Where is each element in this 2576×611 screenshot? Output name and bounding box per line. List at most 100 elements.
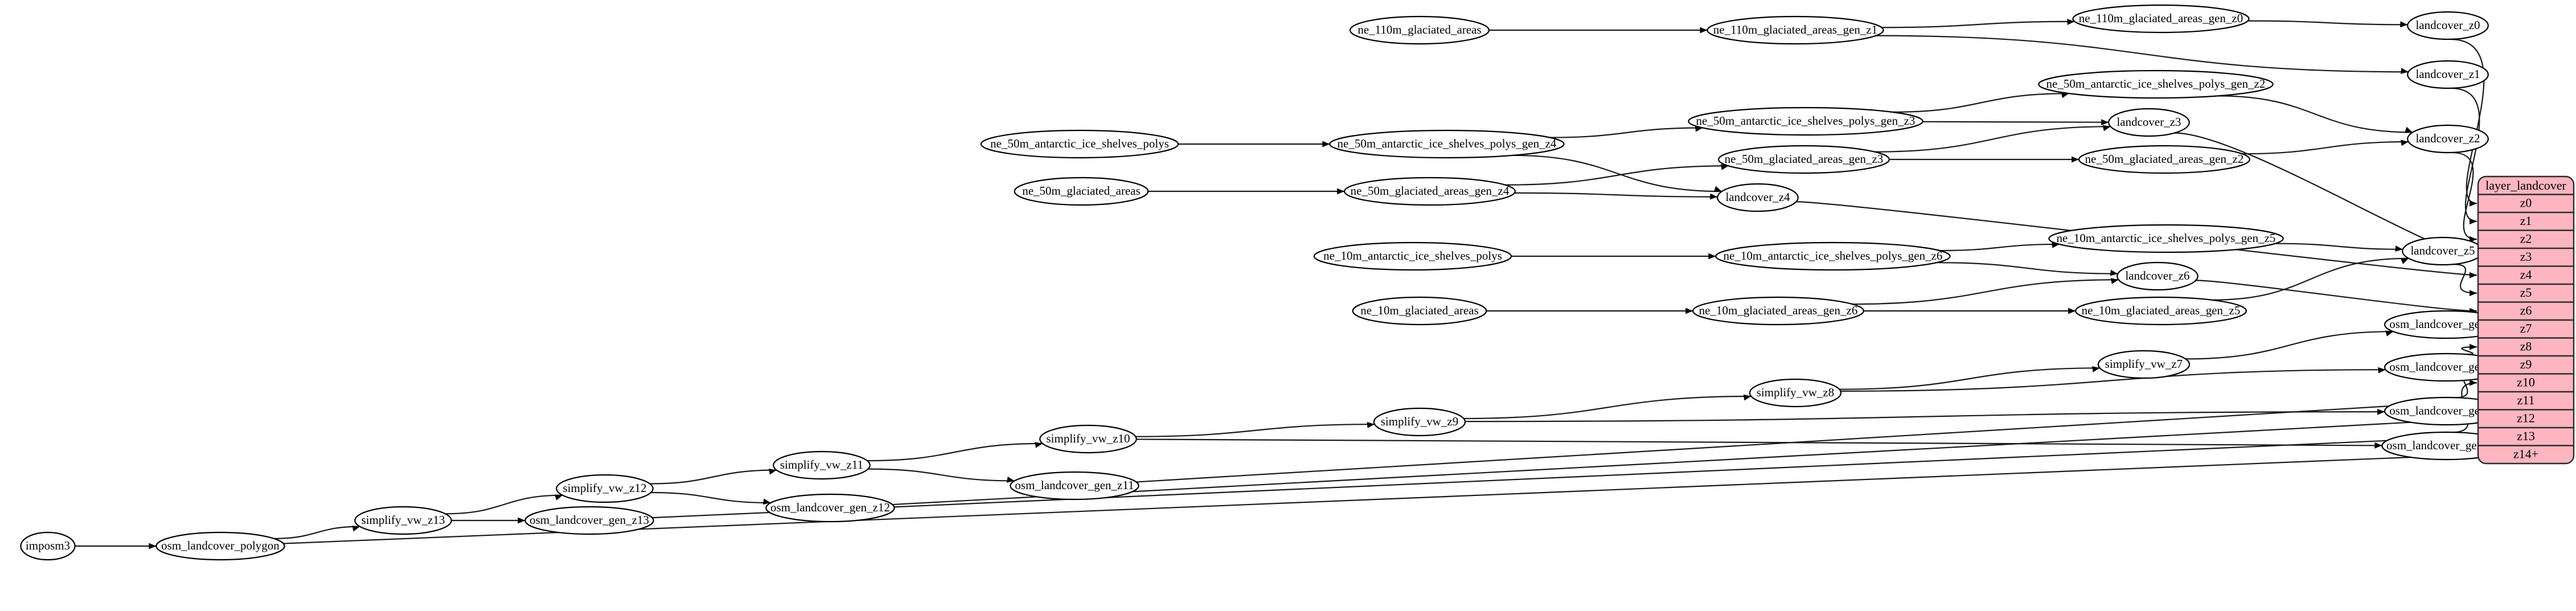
graph-node-ne_10m_glaciated_areas[interactable]: ne_10m_glaciated_areas	[1352, 296, 1487, 326]
edge-arrowhead	[2092, 366, 2100, 372]
node-label: ne_50m_glaciated_areas_gen_z4	[1351, 184, 1509, 198]
table-row-z12[interactable]: z12	[2517, 411, 2535, 425]
graph-edge-ne_50m_antarctic_ice_shelves_polys_gen_z4--to--ne_50m_antarctic_ice_shelves_polys_gen_z3	[1549, 127, 1703, 138]
table-row-z10[interactable]: z10	[2517, 375, 2535, 389]
node-label: simplify_vw_z7	[2105, 357, 2183, 371]
graph-edge-ne_110m_glaciated_areas_gen_z0--to--landcover_z0	[2247, 20, 2408, 26]
node-label: osm_landcover_polygon	[161, 539, 280, 552]
edge-arrowhead	[1035, 442, 1043, 448]
graph-edge-ne_10m_glaciated_areas_gen_z5--to--landcover_z5	[2212, 257, 2409, 301]
table-row-z2[interactable]: z2	[2520, 231, 2532, 245]
graph-node-ne_10m_antarctic_ice_shelves_polys[interactable]: ne_10m_antarctic_ice_shelves_polys	[1313, 241, 1512, 271]
node-ellipse	[2407, 124, 2489, 154]
graph-node-landcover_z3[interactable]: landcover_z3	[2108, 108, 2190, 137]
node-label: landcover_z4	[1725, 190, 1790, 204]
table-row-z0[interactable]: z0	[2520, 195, 2532, 210]
graph-node-landcover_z0[interactable]: landcover_z0	[2407, 11, 2489, 40]
graph-node-ne_50m_glaciated_areas_gen_z2[interactable]: ne_50m_glaciated_areas_gen_z2	[2078, 145, 2250, 174]
graph-node-osm_landcover_polygon[interactable]: osm_landcover_polygon	[155, 531, 285, 561]
edge-arrowhead	[1322, 141, 1330, 147]
table-row-z9[interactable]: z9	[2520, 357, 2532, 371]
table-row-z14plus[interactable]: z14+	[2513, 446, 2538, 461]
table-row-z8[interactable]: z8	[2520, 339, 2532, 353]
node-ellipse	[2108, 108, 2190, 137]
graph-node-ne_110m_glaciated_areas_gen_z0[interactable]: ne_110m_glaciated_areas_gen_z0	[2072, 4, 2250, 34]
graph-edge-osm_landcover_gen_z11--to--layer_landcover_z11	[1136, 400, 2477, 483]
node-ellipse	[2072, 4, 2250, 34]
graph-edge-ne_110m_glaciated_areas_gen_z1--to--ne_110m_glaciated_areas_gen_z0	[1881, 20, 2075, 28]
graph-edge-ne_50m_antarctic_ice_shelves_polys_gen_z2--to--landcover_z2	[2217, 95, 2413, 133]
graph-node-ne_110m_glaciated_areas[interactable]: ne_110m_glaciated_areas	[1349, 15, 1490, 45]
edge-arrowhead	[1710, 193, 1718, 200]
table-row-z3[interactable]: z3	[2520, 249, 2532, 264]
table-row-z13[interactable]: z13	[2517, 429, 2535, 443]
graph-edge-simplify_vw_z10--to--simplify_vw_z9	[1135, 423, 1375, 437]
graph-node-ne_10m_antarctic_ice_shelves_polys_gen_z5[interactable]: ne_10m_antarctic_ice_shelves_polys_gen_z…	[2048, 224, 2284, 253]
graph-node-simplify_vw_z13[interactable]: simplify_vw_z13	[354, 506, 452, 535]
graph-node-osm_landcover_gen_z12[interactable]: osm_landcover_gen_z12	[765, 493, 895, 523]
graph-node-ne_10m_glaciated_areas_gen_z6[interactable]: ne_10m_glaciated_areas_gen_z6	[1692, 296, 1864, 326]
graph-node-osm_landcover_gen_z13[interactable]: osm_landcover_gen_z13	[524, 506, 654, 535]
graph-node-ne_50m_glaciated_areas_gen_z3[interactable]: ne_50m_glaciated_areas_gen_z3	[1718, 145, 1890, 174]
graph-node-imposm3[interactable]: imposm3	[20, 531, 76, 561]
node-ellipse	[2407, 60, 2489, 89]
graph-node-simplify_vw_z9[interactable]: simplify_vw_z9	[1373, 407, 1466, 437]
graph-node-simplify_vw_z7[interactable]: simplify_vw_z7	[2097, 350, 2191, 379]
graph-node-landcover_z4[interactable]: landcover_z4	[1717, 183, 1799, 212]
node-label: ne_110m_glaciated_areas_gen_z1	[1713, 23, 1877, 36]
graph-edge-osm_landcover_gen_z8--to--layer_landcover_z8	[2461, 346, 2477, 355]
edge-arrowhead	[2378, 367, 2386, 374]
graph-node-simplify_vw_z12[interactable]: simplify_vw_z12	[556, 474, 654, 503]
graph-edge-simplify_vw_z7--to--osm_landcover_gen_z7	[2185, 331, 2394, 360]
node-label: simplify_vw_z10	[1047, 432, 1130, 445]
node-label: ne_10m_antarctic_ice_shelves_polys_gen_z…	[1724, 249, 1943, 263]
table-row-z4[interactable]: z4	[2520, 267, 2532, 281]
graph-node-ne_50m_antarctic_ice_shelves_polys_gen_z4[interactable]: ne_50m_antarctic_ice_shelves_polys_gen_z…	[1329, 129, 1565, 159]
node-ellipse	[155, 531, 285, 561]
graph-edge-osm_landcover_polygon--to--simplify_vw_z13	[274, 526, 360, 539]
graph-node-simplify_vw_z10[interactable]: simplify_vw_z10	[1039, 424, 1137, 454]
edge-arrowhead	[352, 525, 360, 532]
edge-arrowhead	[1695, 125, 1703, 132]
graph-edge-simplify_vw_z11--to--simplify_vw_z10	[867, 442, 1043, 462]
graph-node-simplify_vw_z8[interactable]: simplify_vw_z8	[1749, 378, 1842, 408]
table-row-z11[interactable]: z11	[2517, 393, 2535, 407]
edge-arrowhead	[2110, 269, 2118, 276]
edge-arrowhead	[2067, 19, 2075, 25]
table-row-z1[interactable]: z1	[2520, 214, 2532, 228]
graph-node-landcover_z5[interactable]: landcover_z5	[2402, 236, 2484, 266]
graph-node-ne_50m_glaciated_areas_gen_z4[interactable]: ne_50m_glaciated_areas_gen_z4	[1344, 177, 1516, 206]
edge-arrowhead	[1337, 188, 1345, 195]
node-ellipse	[1014, 177, 1149, 206]
graph-node-ne_10m_antarctic_ice_shelves_polys_gen_z6[interactable]: ne_10m_antarctic_ice_shelves_polys_gen_z…	[1715, 241, 1951, 271]
node-label: ne_50m_glaciated_areas	[1022, 184, 1141, 198]
node-label: ne_10m_glaciated_areas_gen_z6	[1699, 304, 1858, 317]
graph-node-landcover_z6[interactable]: landcover_z6	[2116, 261, 2198, 291]
graph-node-landcover_z1[interactable]: landcover_z1	[2407, 60, 2489, 89]
node-ellipse	[556, 474, 654, 503]
layer-landcover-table[interactable]: layer_landcoverz0z1z2z3z4z5z6z7z8z9z10z1…	[2477, 175, 2575, 465]
node-ellipse	[1688, 106, 1923, 136]
graph-edge-osm_landcover_polygon--to--layer_landcover_z14_	[283, 454, 2477, 544]
graph-edge-ne_50m_antarctic_ice_shelves_polys_gen_z3--to--ne_50m_antarctic_ice_shelves_polys_gen_z2	[1892, 93, 2069, 113]
graph-node-ne_50m_antarctic_ice_shelves_polys[interactable]: ne_50m_antarctic_ice_shelves_polys	[980, 129, 1179, 159]
graph-node-ne_50m_antarctic_ice_shelves_polys_gen_z3[interactable]: ne_50m_antarctic_ice_shelves_polys_gen_z…	[1688, 106, 1923, 136]
graph-node-landcover_z2[interactable]: landcover_z2	[2407, 124, 2489, 154]
node-ellipse	[1373, 407, 1466, 437]
table-row-z5[interactable]: z5	[2520, 285, 2532, 300]
graph-node-ne_10m_glaciated_areas_gen_z5[interactable]: ne_10m_glaciated_areas_gen_z5	[2075, 296, 2247, 326]
graph-node-ne_50m_glaciated_areas[interactable]: ne_50m_glaciated_areas	[1014, 177, 1149, 206]
graph-edge-simplify_vw_z12--to--osm_landcover_gen_z12	[651, 491, 771, 504]
edge-arrowhead	[554, 494, 563, 501]
graph-edge-simplify_vw_z8--to--osm_landcover_gen_z8	[1840, 369, 2386, 392]
table-row-z6[interactable]: z6	[2520, 303, 2532, 317]
graph-node-simplify_vw_z11[interactable]: simplify_vw_z11	[773, 450, 871, 480]
graph-node-ne_50m_antarctic_ice_shelves_polys_gen_z2[interactable]: ne_50m_antarctic_ice_shelves_polys_gen_z…	[2038, 69, 2274, 99]
graph-edge-ne_10m_glaciated_areas_gen_z6--to--landcover_z6	[1852, 279, 2119, 305]
graph-node-osm_landcover_gen_z8[interactable]: osm_landcover_gen_z8	[2384, 352, 2509, 382]
table-row-z7[interactable]: z7	[2520, 321, 2532, 335]
graph-node-ne_110m_glaciated_areas_gen_z1[interactable]: ne_110m_glaciated_areas_gen_z1	[1707, 15, 1884, 45]
graph-node-osm_landcover_gen_z11[interactable]: osm_landcover_gen_z11	[1010, 471, 1139, 501]
